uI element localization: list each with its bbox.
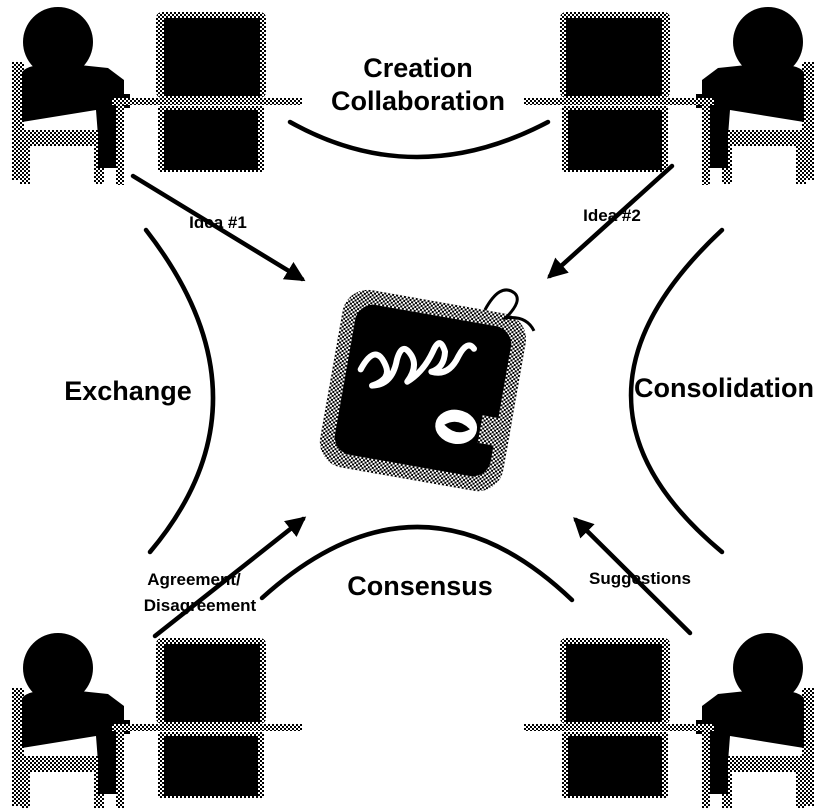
label-agreement-line2: Disagreement <box>144 596 257 615</box>
label-creation: Creation <box>363 53 473 83</box>
label-consolidation: Consolidation <box>634 373 814 403</box>
label-exchange: Exchange <box>64 376 192 406</box>
arc-right <box>628 227 725 555</box>
arc-bottom <box>259 524 575 603</box>
sketch-slate-icon <box>319 288 536 492</box>
participant-bottom-left <box>12 633 302 808</box>
label-idea1: Idea #1 <box>189 213 247 232</box>
label-suggestions: Suggestions <box>589 569 691 588</box>
arrow-agreement <box>152 516 307 639</box>
participant-bottom-right <box>524 633 814 808</box>
label-agreement-line1: Agreement/ <box>147 570 241 589</box>
arrow-suggestions <box>573 517 693 636</box>
participant-top-right <box>524 7 814 185</box>
label-collaboration: Collaboration <box>331 86 505 116</box>
label-idea2: Idea #2 <box>583 206 641 225</box>
participant-top-left <box>12 7 302 185</box>
arc-top <box>287 119 551 160</box>
arc-left <box>143 227 216 555</box>
arrow-idea2 <box>546 163 675 279</box>
arrow-idea1 <box>130 173 306 282</box>
label-consensus: Consensus <box>347 571 493 601</box>
